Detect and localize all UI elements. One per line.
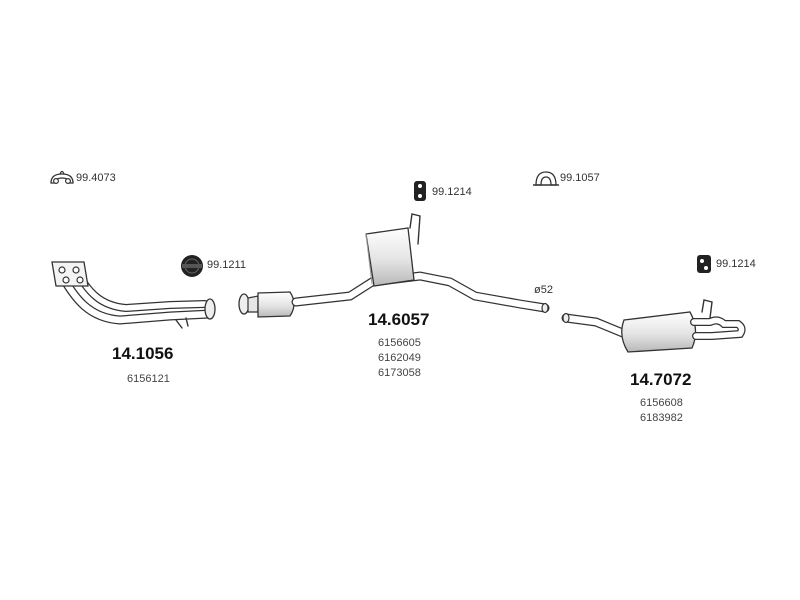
oem-number: 6162049	[378, 352, 421, 364]
front-pipe[interactable]	[51, 261, 216, 329]
part-number-99-1057: 99.1057	[560, 172, 600, 184]
oem-number: 6156608	[640, 397, 683, 409]
middle-silencer-part-number: 14.6057	[368, 310, 430, 329]
oem-number: 6156605	[378, 337, 421, 349]
oem-number: 6183982	[640, 412, 683, 424]
rubber-mount-icon[interactable]	[697, 255, 711, 273]
middle-silencer[interactable]	[238, 213, 550, 318]
part-number-99-4073: 99.4073	[76, 172, 116, 184]
oem-number: 6156121	[127, 373, 170, 385]
rear-silencer-oem-numbers: 6156608 6183982	[640, 396, 683, 426]
part-number-99-1214-right: 99.1214	[716, 258, 756, 270]
oem-number: 6173058	[378, 367, 421, 379]
part-number-99-1211: 99.1211	[207, 259, 246, 271]
front-pipe-oem-numbers: 6156121	[127, 372, 170, 387]
middle-silencer-oem-numbers: 6156605 6162049 6173058	[378, 336, 421, 381]
part-number-99-1214-center: 99.1214	[432, 186, 472, 198]
pipe-diameter-label: ø52	[534, 284, 553, 296]
rear-silencer-part-number: 14.7072	[630, 370, 692, 389]
rear-silencer[interactable]	[561, 299, 746, 353]
rubber-mount-icon[interactable]	[414, 181, 426, 201]
rubber-hanger-icon[interactable]	[533, 171, 559, 186]
front-pipe-part-number: 14.1056	[112, 344, 174, 363]
rubber-hanger-icon[interactable]	[50, 170, 74, 185]
rubber-ring-icon[interactable]	[181, 255, 203, 277]
